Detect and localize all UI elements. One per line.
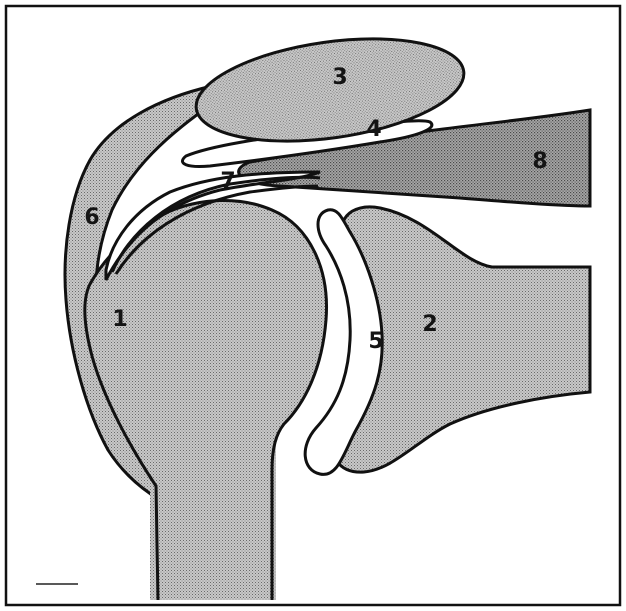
label-acromion: 3 [332, 65, 347, 90]
label-glenoid: 2 [422, 312, 437, 337]
label-supraspinatus: 8 [532, 149, 547, 174]
label-deltoid: 6 [84, 205, 99, 230]
label-rotator-cuff-tendon: 7 [220, 169, 235, 194]
label-glenoid-labrum: 5 [368, 329, 383, 354]
label-subacromial-bursa: 4 [366, 117, 381, 142]
label-humeral-head: 1 [112, 307, 127, 332]
